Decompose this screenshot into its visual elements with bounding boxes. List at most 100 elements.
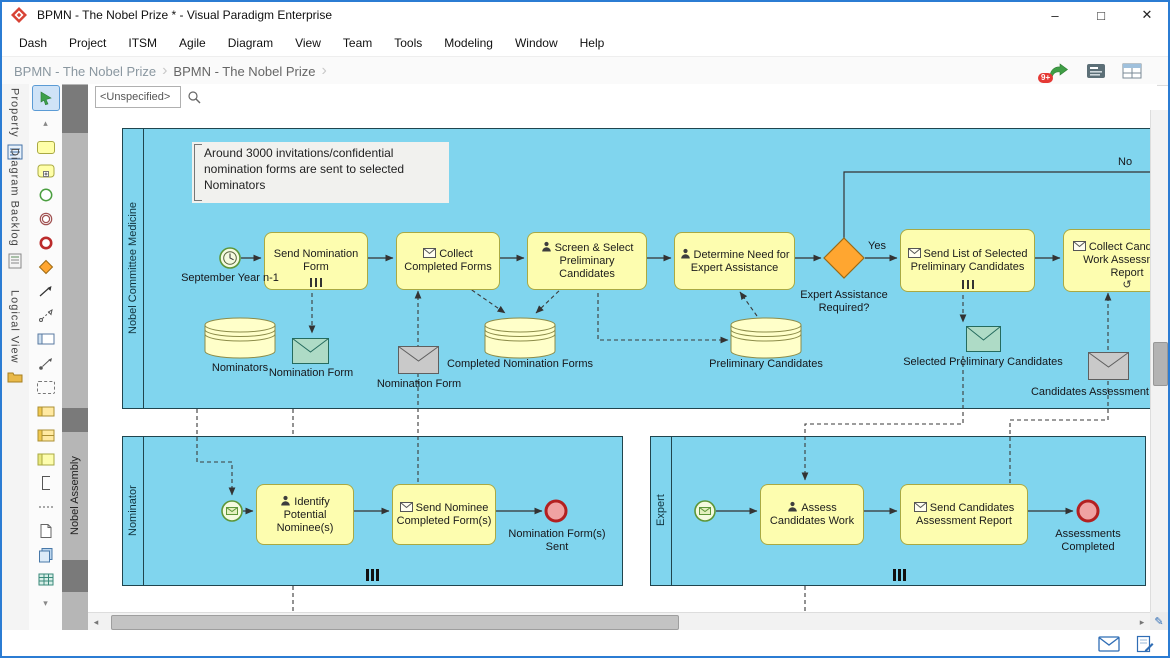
user-task-icon — [787, 501, 798, 512]
pool-nobel-assembly-header[interactable]: Nobel Assembly — [62, 432, 88, 560]
start-event-label: September Year n-1 — [168, 272, 292, 285]
send-task-icon — [914, 502, 927, 512]
pool-title-committee[interactable]: Nobel Committee Medicine — [123, 129, 143, 407]
association-tool-button[interactable] — [33, 495, 59, 519]
task-send-list-selected[interactable]: Send List of Selected Preliminary Candid… — [900, 229, 1035, 292]
scroll-corner-edit-icon[interactable]: ✎ — [1150, 612, 1168, 630]
gateway-tool-button[interactable] — [33, 255, 59, 279]
task-send-assessment-report[interactable]: Send Candidates Assessment Report — [900, 484, 1028, 545]
breadcrumb-item-current[interactable]: BPMN - The Nobel Prize — [173, 64, 315, 79]
message-nomination-form-gray[interactable] — [399, 347, 439, 374]
task-label: Assess Candidates Work — [770, 502, 854, 527]
message-label: Candidates Assessment — [1028, 386, 1150, 399]
text-annotation[interactable]: Around 3000 invitations/confidential nom… — [192, 142, 449, 203]
vertical-scrollbar-thumb[interactable] — [1153, 342, 1168, 386]
scroll-right-button[interactable]: ▸ — [1134, 614, 1150, 630]
data-object-tool-button[interactable] — [33, 519, 59, 543]
task-screen-select-candidates[interactable]: Screen & Select Preliminary Candidates — [527, 232, 647, 290]
group-tool-button[interactable] — [33, 375, 59, 399]
stacked-diagrams-icon[interactable] — [33, 543, 59, 567]
sequence-flow-tool-button[interactable] — [33, 279, 59, 303]
menu-help[interactable]: Help — [569, 32, 616, 54]
message-nomination-form-green[interactable] — [293, 339, 329, 364]
task-tool-button[interactable] — [33, 135, 59, 159]
palette-scroll-up-button[interactable]: ▴ — [33, 111, 59, 135]
menu-tools[interactable]: Tools — [383, 32, 433, 54]
menu-dash[interactable]: Dash — [8, 32, 58, 54]
task-label: Determine Need for Expert Assistance — [691, 249, 790, 274]
pool-title-nominator[interactable]: Nominator — [123, 437, 143, 584]
breadcrumb-item[interactable]: BPMN - The Nobel Prize — [14, 64, 156, 79]
diagram-canvas[interactable]: Nobel Committee Medicine Nominator Exper… — [88, 110, 1150, 612]
lane-tool-button[interactable] — [33, 447, 59, 471]
end-event-assessments-completed[interactable] — [1078, 501, 1098, 521]
data-store-completed-forms[interactable] — [485, 318, 555, 358]
end-event-tool-button[interactable] — [33, 231, 59, 255]
message-candidates-assessment[interactable] — [1089, 353, 1129, 380]
start-event-timer[interactable] — [220, 248, 240, 268]
horizontal-scrollbar-thumb[interactable] — [111, 615, 679, 630]
menu-view[interactable]: View — [284, 32, 332, 54]
task-assess-candidates-work[interactable]: Assess Candidates Work — [760, 484, 864, 545]
menu-window[interactable]: Window — [504, 32, 569, 54]
pool-tool-button[interactable] — [33, 423, 59, 447]
menu-modeling[interactable]: Modeling — [433, 32, 504, 54]
pointer-tool-button[interactable] — [32, 85, 60, 111]
subprocess-tool-button[interactable] — [33, 159, 59, 183]
horizontal-lane-tool-button[interactable] — [33, 327, 59, 351]
data-store-nominators[interactable] — [205, 318, 275, 358]
tab-logical-view[interactable]: Logical View — [0, 290, 29, 384]
start-event-message-nominator[interactable] — [222, 501, 242, 521]
palette-scroll-down-button[interactable]: ▾ — [33, 591, 59, 615]
tab-diagram-backlog[interactable]: Diagram Backlog — [0, 148, 29, 269]
task-identify-nominees[interactable]: Identify Potential Nominee(s) — [256, 484, 354, 545]
text-annotation-tool-button[interactable] — [33, 471, 59, 495]
scroll-up-icon: ▴ — [43, 118, 48, 129]
task-collect-completed-forms[interactable]: Collect Completed Forms — [396, 232, 500, 290]
start-event-tool-button[interactable] — [33, 183, 59, 207]
end-event-nomination-sent[interactable] — [546, 501, 566, 521]
logical-view-icon — [7, 370, 23, 384]
presentation-icon[interactable] — [1086, 63, 1106, 79]
multi-instance-marker-icon — [310, 278, 322, 287]
edit-document-icon[interactable] — [1136, 635, 1154, 653]
message-flow-tool-button[interactable] — [33, 303, 59, 327]
directional-association-tool-button[interactable] — [33, 351, 59, 375]
task-send-nominee-forms[interactable]: Send Nominee Completed Form(s) — [392, 484, 496, 545]
collapsed-pool-block[interactable] — [62, 85, 88, 133]
message-icon[interactable] — [1098, 636, 1120, 652]
menu-project[interactable]: Project — [58, 32, 117, 54]
message-selected-preliminary[interactable] — [967, 327, 1001, 352]
menu-diagram[interactable]: Diagram — [217, 32, 284, 54]
menu-team[interactable]: Team — [332, 32, 383, 54]
chevron-right-icon: › — [322, 62, 327, 80]
horizontal-pool-tool-button[interactable] — [33, 399, 59, 423]
collapsed-pool-block[interactable] — [62, 560, 88, 592]
table-view-icon[interactable] — [33, 567, 59, 591]
model-filter-combo[interactable]: <Unspecified> — [95, 86, 181, 108]
scroll-left-button[interactable]: ◂ — [88, 614, 104, 630]
start-event-icon — [38, 187, 54, 203]
diagram-overview-icon[interactable] — [1122, 63, 1142, 79]
pool-title-expert[interactable]: Expert — [651, 437, 671, 584]
intermediate-event-tool-button[interactable] — [33, 207, 59, 231]
menu-itsm[interactable]: ITSM — [117, 32, 168, 54]
close-button[interactable]: ✕ — [1124, 0, 1170, 30]
minimize-button[interactable]: – — [1032, 0, 1078, 30]
vertical-scrollbar[interactable] — [1150, 110, 1169, 612]
collapsed-pool-block[interactable] — [62, 408, 88, 432]
task-collect-assessment-reports[interactable]: Collect Candidates Work Assessment Repor… — [1063, 229, 1150, 292]
zoom-search-icon[interactable] — [187, 90, 201, 104]
breadcrumb-actions: 9+ — [1046, 62, 1160, 80]
data-store-preliminary-candidates[interactable] — [731, 318, 801, 358]
start-event-message-expert[interactable] — [695, 501, 715, 521]
horizontal-scrollbar-track[interactable] — [104, 614, 1134, 630]
menu-agile[interactable]: Agile — [168, 32, 217, 54]
sequence-flow-icon — [38, 283, 54, 299]
sync-notifications-icon[interactable]: 9+ — [1046, 62, 1070, 80]
maximize-button[interactable]: □ — [1078, 0, 1124, 30]
data-store-label: Preliminary Candidates — [707, 358, 825, 371]
horizontal-scrollbar[interactable]: ◂ ▸ — [88, 612, 1150, 631]
task-determine-need[interactable]: Determine Need for Expert Assistance — [674, 232, 795, 290]
